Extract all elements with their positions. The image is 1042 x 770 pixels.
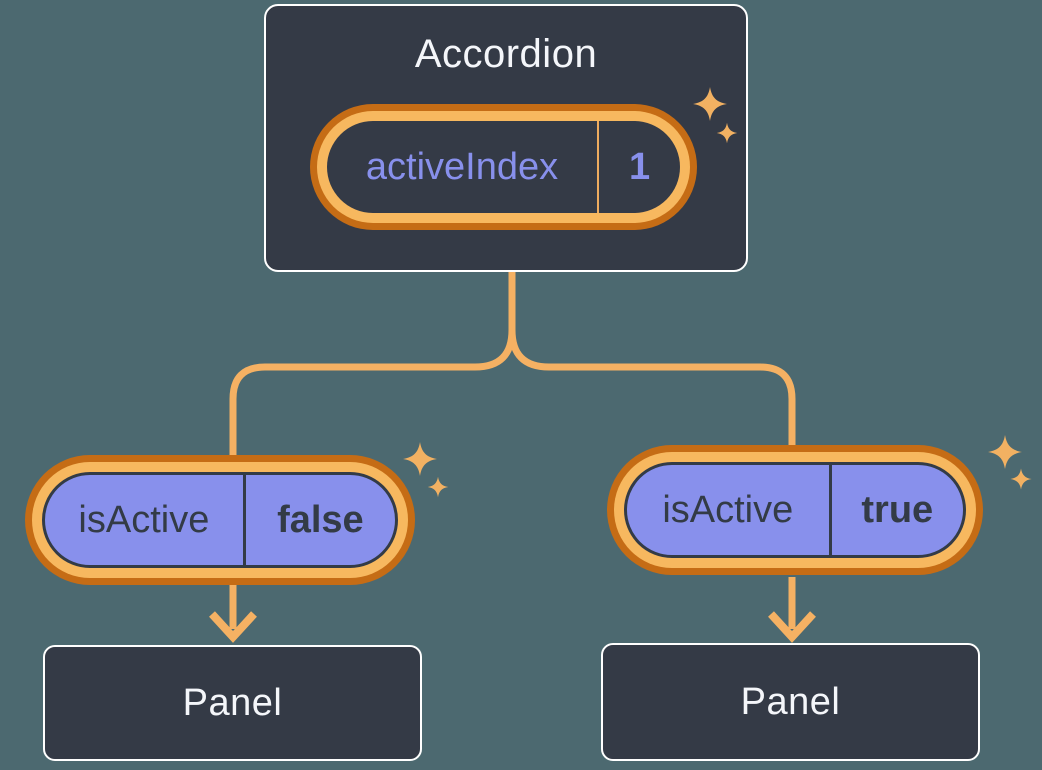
state-name: activeIndex: [365, 145, 559, 188]
pill-inner-ring: isActive true: [614, 452, 976, 568]
panel-label: Panel: [740, 680, 841, 723]
sparkle-icon: [403, 442, 449, 498]
panel-label: Panel: [182, 681, 283, 724]
component-title: Accordion: [414, 32, 598, 76]
state-value: false: [242, 475, 395, 565]
panel-box-left: Panel: [43, 645, 422, 761]
arrow-down-icon: [209, 611, 257, 643]
pill-inner-ring: isActive false: [32, 462, 408, 578]
state-value: true: [828, 465, 963, 555]
branch-left-line: [229, 272, 516, 457]
right-state-pill: isActive true: [607, 445, 983, 575]
arrow-down-icon: [768, 611, 816, 643]
pill-inner-ring: activeIndex 1: [317, 111, 690, 223]
root-state-pill: activeIndex 1: [310, 104, 697, 230]
pill-core: isActive true: [624, 462, 966, 558]
sparkle-icon: [988, 435, 1032, 490]
panel-box-right: Panel: [601, 643, 980, 761]
state-value: 1: [597, 121, 680, 213]
branch-right-line: [508, 272, 796, 447]
left-state-pill: isActive false: [25, 455, 415, 585]
pill-core: isActive false: [42, 472, 398, 568]
pill-core: activeIndex 1: [327, 121, 680, 213]
state-name: isActive: [662, 488, 794, 531]
state-name: isActive: [78, 498, 210, 541]
